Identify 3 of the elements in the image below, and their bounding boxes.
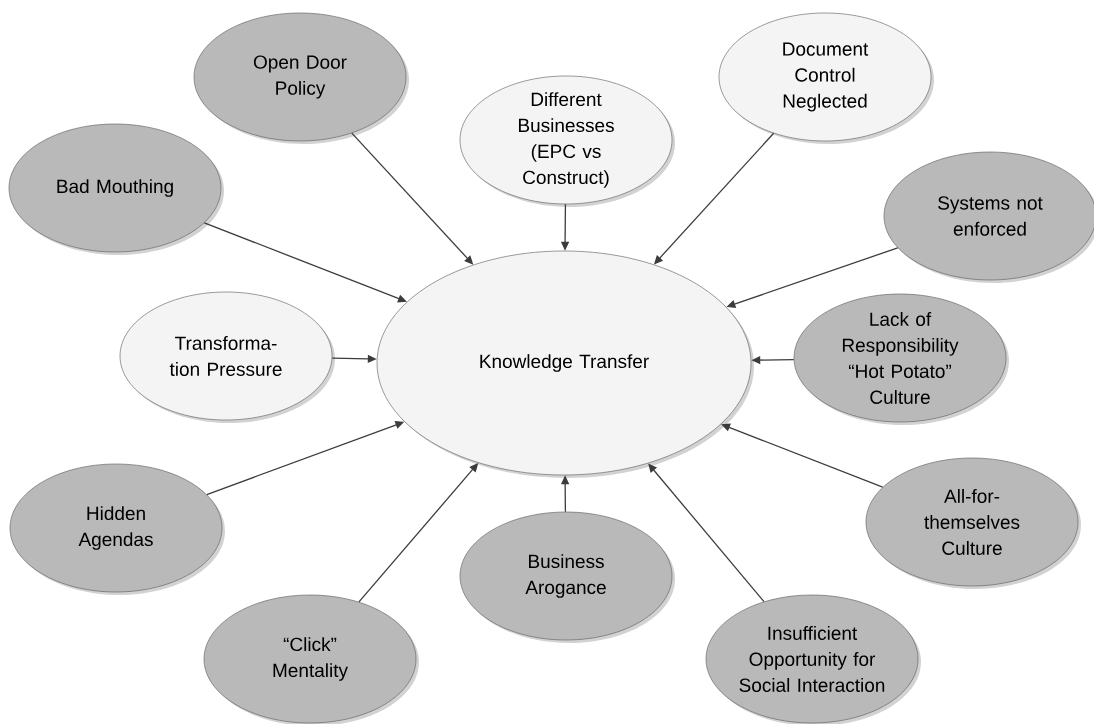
arrow: [203, 222, 407, 303]
arrow: [648, 463, 765, 603]
arrow: [721, 423, 884, 488]
